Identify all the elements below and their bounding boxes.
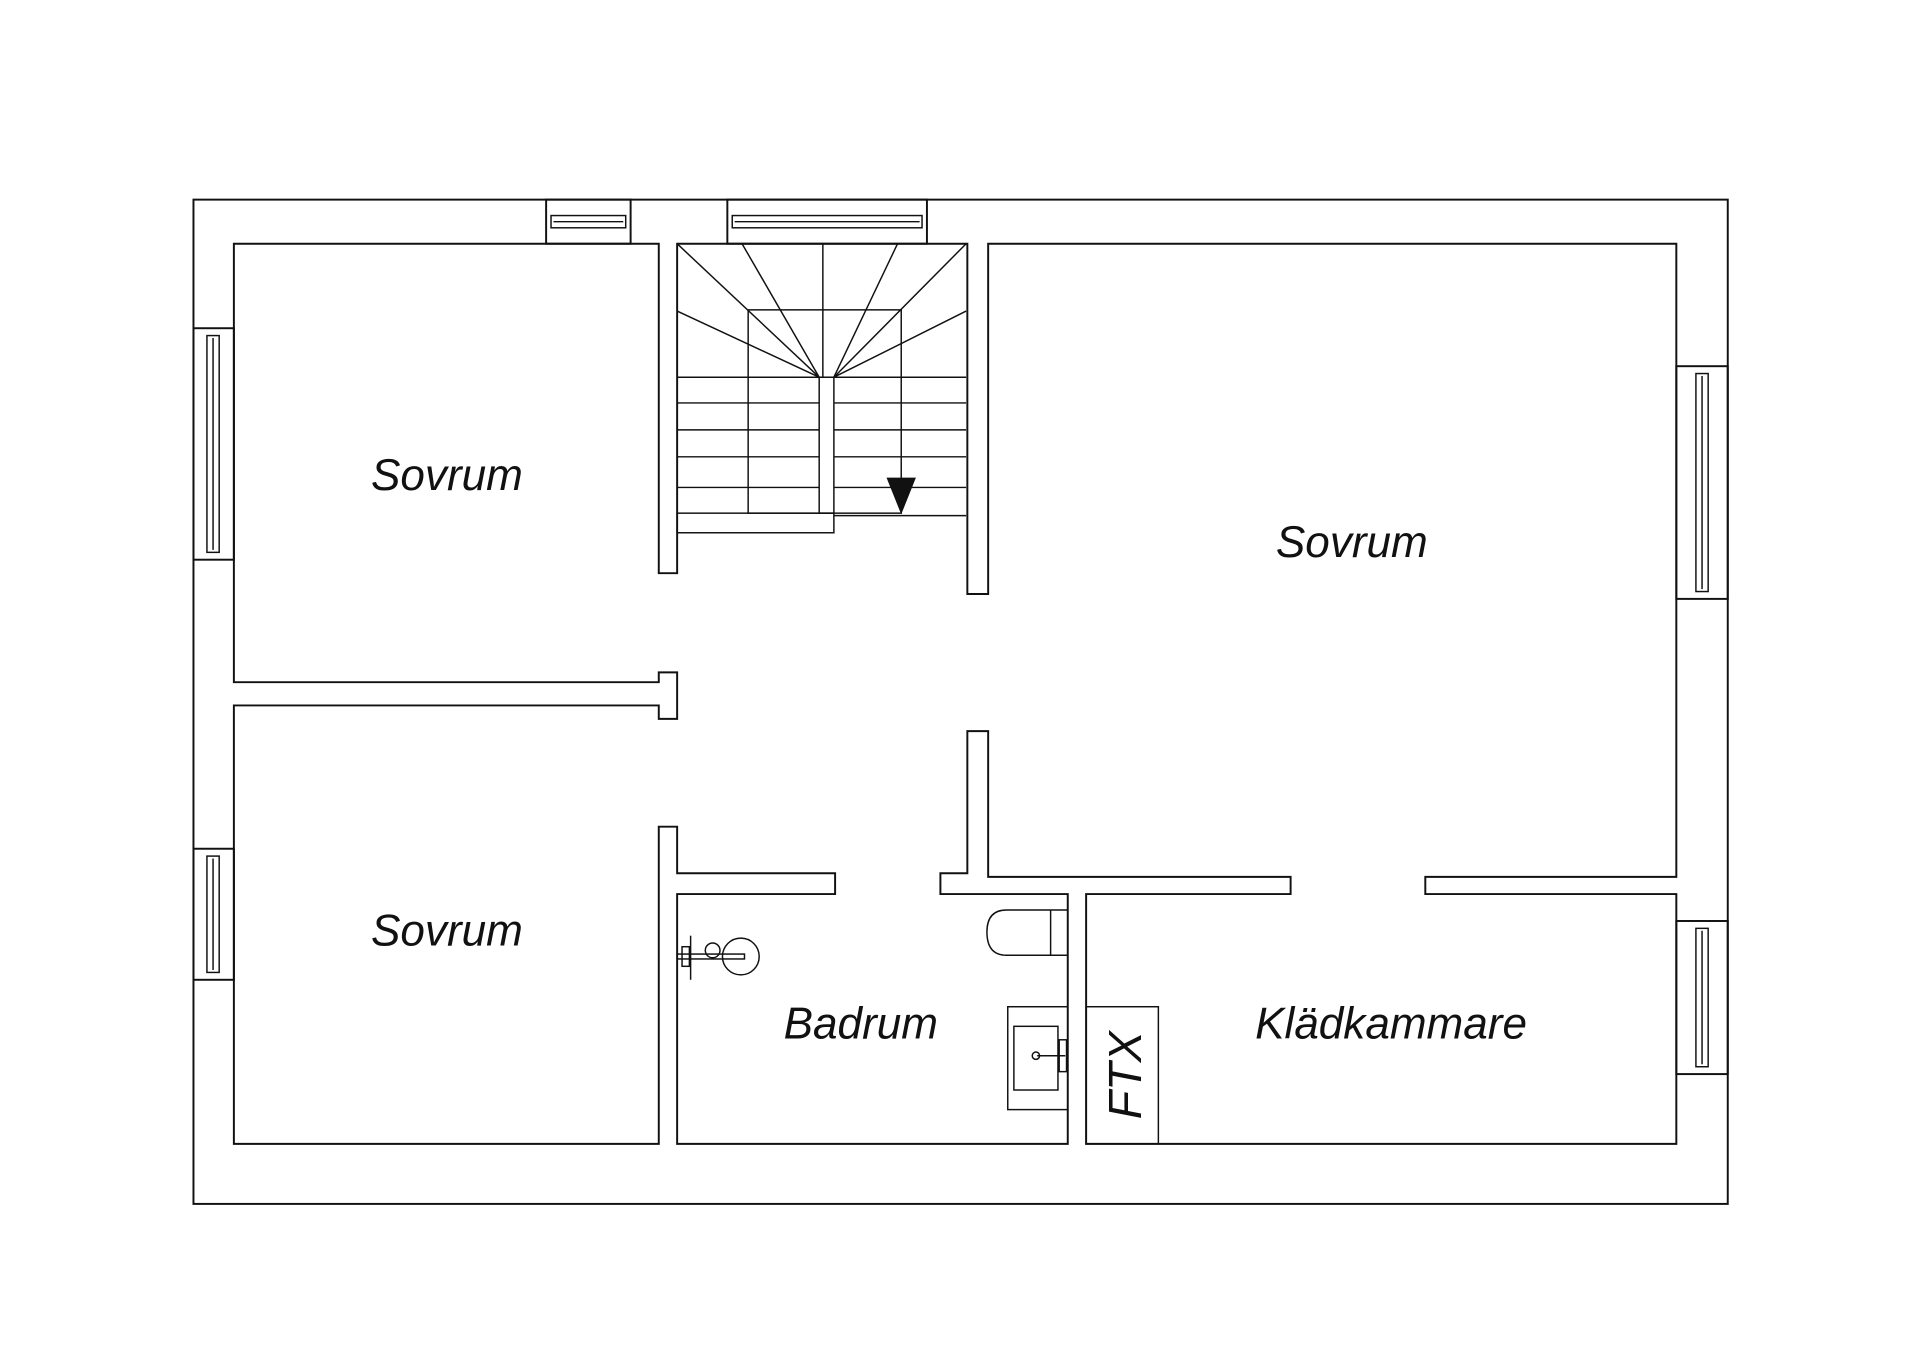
room-label-walk-in-closet: Klädkammare (1255, 1000, 1527, 1049)
toilet-icon (986, 909, 1068, 957)
room-label-bedroom-right: Sovrum (1276, 518, 1428, 567)
bathroom-fixtures: FTX (676, 909, 1160, 1145)
ftx-label: FTX (1099, 1029, 1151, 1119)
windows (192, 198, 1729, 1076)
room-label-bedroom-top-left: Sovrum (371, 451, 523, 500)
window-right-lower (1675, 920, 1729, 1076)
stair-direction-arrow-icon (886, 477, 916, 515)
interior-walls (232, 242, 1678, 1145)
ftx-unit: FTX (1085, 1005, 1160, 1145)
room-label-bathroom: Badrum (784, 1000, 938, 1049)
window-left-lower (192, 847, 235, 981)
sink-icon (1007, 1005, 1069, 1111)
outer-wall (192, 198, 1729, 1205)
window-top-left (545, 198, 632, 245)
room-label-bedroom-bottom-left: Sovrum (371, 906, 523, 955)
room-labels: Sovrum Sovrum Sovrum Badrum Klädkammare (371, 451, 1527, 1049)
shower-icon (676, 935, 760, 980)
window-top-middle (726, 198, 928, 245)
staircase (676, 243, 967, 534)
window-left-upper (192, 327, 235, 561)
window-right-upper (1675, 365, 1729, 600)
